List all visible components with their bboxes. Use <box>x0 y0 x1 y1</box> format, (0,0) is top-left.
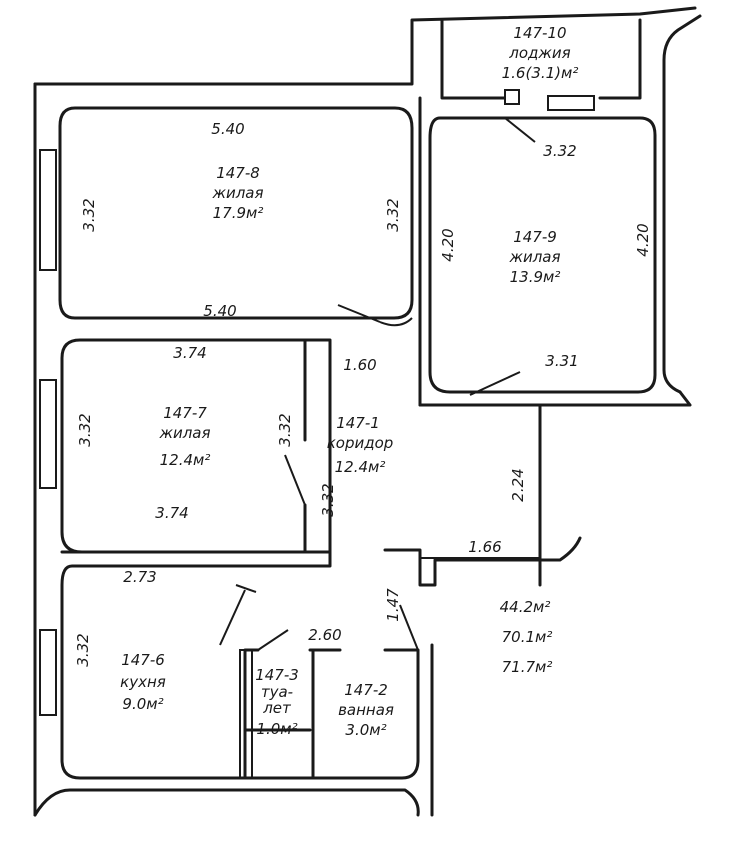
svg-text:1.47: 1.47 <box>384 588 402 622</box>
svg-text:9.0м²: 9.0м² <box>122 695 163 713</box>
svg-text:1.0м²: 1.0м² <box>256 720 297 738</box>
svg-text:коридор: коридор <box>327 434 394 452</box>
svg-text:3.74: 3.74 <box>173 344 206 362</box>
room-147-8-outline <box>58 106 414 320</box>
room-147-8-label: 147-8 жилая 17.9м² <box>211 164 263 222</box>
svg-text:жилая: жилая <box>508 248 560 266</box>
room-147-10-label: 147-10 лоджия 1.6(3.1)м² <box>502 24 579 82</box>
svg-text:147-10: 147-10 <box>513 24 566 42</box>
outer-walls <box>33 6 702 817</box>
svg-text:3.32: 3.32 <box>80 198 98 231</box>
svg-text:12.4м²: 12.4м² <box>160 451 211 469</box>
partition-7-kitchen <box>60 550 332 568</box>
corridor-stub <box>383 548 542 587</box>
room-147-6-label: 147-6 кухня 9.0м² <box>120 651 166 713</box>
svg-text:147-6: 147-6 <box>121 651 165 669</box>
svg-text:71.7м²: 71.7м² <box>502 658 553 676</box>
svg-text:туа-: туа- <box>261 683 293 701</box>
room-147-2-label: 147-2 ванная 3.0м² <box>338 681 394 739</box>
windows-left <box>39 149 57 716</box>
svg-text:3.31: 3.31 <box>545 352 578 370</box>
svg-text:2.60: 2.60 <box>308 626 341 644</box>
svg-text:4.20: 4.20 <box>439 228 457 261</box>
svg-text:кухня: кухня <box>120 673 166 691</box>
svg-text:3.74: 3.74 <box>155 504 188 522</box>
svg-text:147-1: 147-1 <box>336 414 380 432</box>
svg-text:5.40: 5.40 <box>203 302 236 320</box>
loggia-block-right <box>547 95 595 111</box>
svg-text:70.1м²: 70.1м² <box>502 628 553 646</box>
dimension-labels: 5.40 5.40 3.32 3.32 4.20 4.20 3.32 3.31 … <box>74 120 652 667</box>
svg-text:3.0м²: 3.0м² <box>345 721 386 739</box>
totals: 44.2м² 70.1м² 71.7м² <box>500 598 553 676</box>
svg-text:ванная: ванная <box>338 701 394 719</box>
svg-text:5.40: 5.40 <box>211 120 244 138</box>
svg-text:147-3: 147-3 <box>255 666 299 684</box>
svg-text:147-7: 147-7 <box>163 404 207 422</box>
svg-text:2.24: 2.24 <box>509 468 527 501</box>
svg-text:лет: лет <box>262 699 292 717</box>
svg-text:4.20: 4.20 <box>634 223 652 256</box>
toilet-door <box>239 649 253 779</box>
svg-text:13.9м²: 13.9м² <box>510 268 561 286</box>
svg-text:2.73: 2.73 <box>123 568 156 586</box>
loggia-block-left <box>504 89 520 105</box>
corridor-wall-right <box>538 536 582 562</box>
svg-text:1.66: 1.66 <box>468 538 501 556</box>
svg-text:3.32: 3.32 <box>319 483 337 516</box>
svg-text:1.6(3.1)м²: 1.6(3.1)м² <box>502 64 579 82</box>
svg-text:жилая: жилая <box>211 184 263 202</box>
room-147-7-label: 147-7 жилая 12.4м² <box>158 404 210 469</box>
svg-text:3.32: 3.32 <box>543 142 576 160</box>
svg-text:3.32: 3.32 <box>76 413 94 446</box>
svg-text:147-2: 147-2 <box>344 681 388 699</box>
room-147-9-outline <box>428 116 657 394</box>
svg-text:3.32: 3.32 <box>276 413 294 446</box>
svg-text:147-8: 147-8 <box>216 164 260 182</box>
room-147-3-label: 147-3 туа- лет 1.0м² <box>255 666 299 738</box>
svg-text:3.32: 3.32 <box>384 198 402 231</box>
svg-text:3.32: 3.32 <box>74 633 92 666</box>
svg-text:44.2м²: 44.2м² <box>500 598 551 616</box>
svg-text:лоджия: лоджия <box>508 44 570 62</box>
doors <box>219 117 536 651</box>
svg-text:17.9м²: 17.9м² <box>213 204 264 222</box>
svg-text:12.4м²: 12.4м² <box>335 458 386 476</box>
svg-text:жилая: жилая <box>158 424 210 442</box>
svg-text:147-9: 147-9 <box>513 228 557 246</box>
room-147-9-label: 147-9 жилая 13.9м² <box>508 228 560 286</box>
room-147-1-label: 147-1 коридор 12.4м² <box>327 414 394 476</box>
svg-text:1.60: 1.60 <box>343 356 376 374</box>
